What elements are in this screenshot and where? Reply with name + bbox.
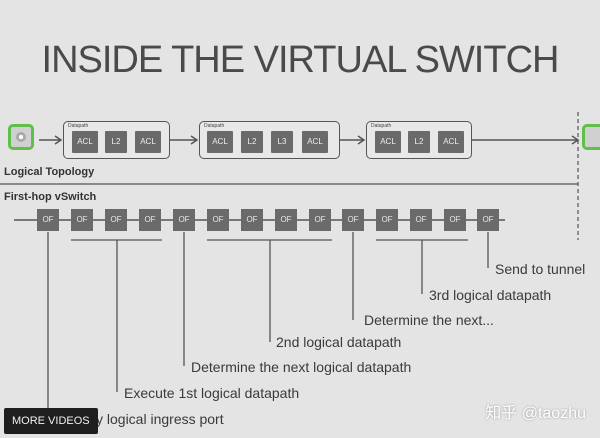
of-table: OF [241, 209, 263, 231]
annotation-determine-next: Determine the next logical datapath [191, 359, 412, 375]
of-table: OF [275, 209, 297, 231]
slide-title: INSIDE THE VIRTUAL SWITCH [41, 39, 560, 81]
annotation-execute-1st: Execute 1st logical datapath [124, 385, 300, 401]
stage-acl: ACL [438, 131, 464, 153]
stage-acl: ACL [135, 131, 161, 153]
stage-l2: L2 [408, 131, 430, 153]
more-videos-button[interactable]: MORE VIDEOS [4, 408, 98, 434]
ingress-port [8, 124, 34, 150]
annotation-determine-next-2: Determine the next... [364, 312, 494, 328]
annotation-2nd-datapath: 2nd logical datapath [276, 334, 402, 350]
annotation-send-to-tunnel: Send to tunnel [495, 261, 586, 277]
annotation-ingress-port: y logical ingress port [96, 411, 224, 427]
of-table: OF [376, 209, 398, 231]
arrowhead-3 [357, 135, 366, 145]
datapath-caption: Datapath [371, 123, 392, 129]
watermark: 知乎 @taozhu [485, 405, 586, 422]
of-table: OF [173, 209, 195, 231]
of-table: OF [207, 209, 229, 231]
of-table: OF [309, 209, 331, 231]
stage-l2: L2 [241, 131, 263, 153]
of-table: OF [37, 209, 59, 231]
egress-port [582, 124, 600, 150]
port-icon [16, 132, 26, 142]
first-hop-label: First-hop vSwitch [4, 191, 97, 203]
of-table: OF [139, 209, 161, 231]
datapath-caption: Datapath [68, 123, 89, 129]
datapath-2: Datapath ACL L2 L3 ACL [199, 121, 340, 159]
stage-l3: L3 [271, 131, 293, 153]
of-table: OF [410, 209, 432, 231]
datapath-caption: Datapath [204, 123, 225, 129]
of-table: OF [105, 209, 127, 231]
stage-acl: ACL [302, 131, 328, 153]
arrowhead-2 [190, 135, 199, 145]
logical-topology-label: Logical Topology [4, 166, 95, 178]
stage-acl: ACL [207, 131, 233, 153]
annotation-3rd-datapath: 3rd logical datapath [429, 287, 552, 303]
of-table: OF [477, 209, 499, 231]
datapath-3: Datapath ACL L2 ACL [366, 121, 472, 159]
stage-acl: ACL [72, 131, 98, 153]
stage-acl: ACL [375, 131, 401, 153]
arrowhead-1 [54, 135, 63, 145]
datapath-1: Datapath ACL L2 ACL [63, 121, 170, 159]
of-table: OF [444, 209, 466, 231]
of-table: OF [71, 209, 93, 231]
of-table: OF [342, 209, 364, 231]
stage-l2: L2 [105, 131, 127, 153]
